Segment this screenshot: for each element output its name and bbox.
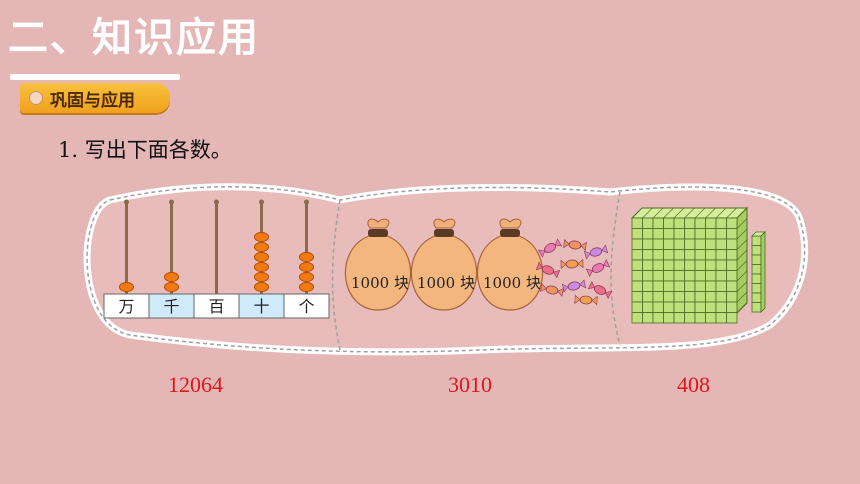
place-label: 百 [208,297,224,316]
divider-2 [610,191,621,346]
answer-abacus: 12064 [168,372,223,397]
candy [539,283,565,297]
abacus-bead [254,231,269,243]
abacus-bead [254,261,269,273]
abacus-bead [299,271,314,283]
place-label: 十 [253,297,269,316]
bag-label: 1000 块 [483,274,541,292]
candy [563,239,587,251]
cube-front-face [631,217,738,324]
question-text: 1. 写出下面各数。 [58,138,232,162]
bag-label: 1000 块 [417,274,475,292]
single-cube [751,264,762,275]
single-cube [751,254,762,265]
abacus-bead [299,281,314,293]
abacus-bead [299,251,314,263]
single-cube [751,235,762,246]
candy [574,294,598,306]
single-cube [751,292,762,303]
place-cell [283,293,330,319]
candies [535,238,613,306]
abacus-rod-cap [304,199,309,205]
single-cube [751,245,762,256]
candy [587,280,613,300]
place-label: 千 [163,297,179,316]
abacus-bead [119,281,134,293]
candy [583,244,609,260]
candy [562,279,586,293]
single-cube [751,273,762,284]
section-label: 巩固与应用 [50,90,135,111]
money-bags: 1000 块 1000 块 1000 块 [344,218,544,311]
money-bag: 1000 块 [410,218,478,311]
single-cube [751,302,762,313]
place-cell [103,293,150,319]
abacus: 万千百十个 [103,199,330,319]
money-bag: 1000 块 [344,218,412,311]
single-cube [751,283,762,294]
abacus-bead [299,261,314,273]
answer-blocks: 408 [677,372,710,397]
page-title: 二、知识应用 [8,15,260,61]
candy [585,259,611,277]
abacus-bead [254,271,269,283]
place-label: 个 [298,297,314,316]
abacus-rod-cap [169,199,174,205]
place-label: 万 [118,297,134,316]
cube-blocks [630,206,766,324]
bullet-icon [29,91,43,105]
abacus-bead [254,251,269,263]
abacus-rod-cap [259,199,264,205]
abacus-rod-cap [124,199,129,205]
answer-money: 3010 [448,372,492,397]
abacus-bead [254,281,269,293]
abacus-rod-cap [214,199,219,205]
abacus-bead [254,241,269,253]
abacus-bead [164,271,179,283]
title-underline [10,74,180,80]
money-bag: 1000 块 [476,218,544,311]
bag-label: 1000 块 [351,274,409,292]
section-badge: 巩固与应用 [20,83,170,113]
candy [535,261,561,279]
divider-1 [331,199,341,351]
place-cell [148,293,195,319]
rod-side-face [760,231,766,313]
candy [560,258,584,270]
candy [537,238,563,258]
abacus-bead [164,281,179,293]
